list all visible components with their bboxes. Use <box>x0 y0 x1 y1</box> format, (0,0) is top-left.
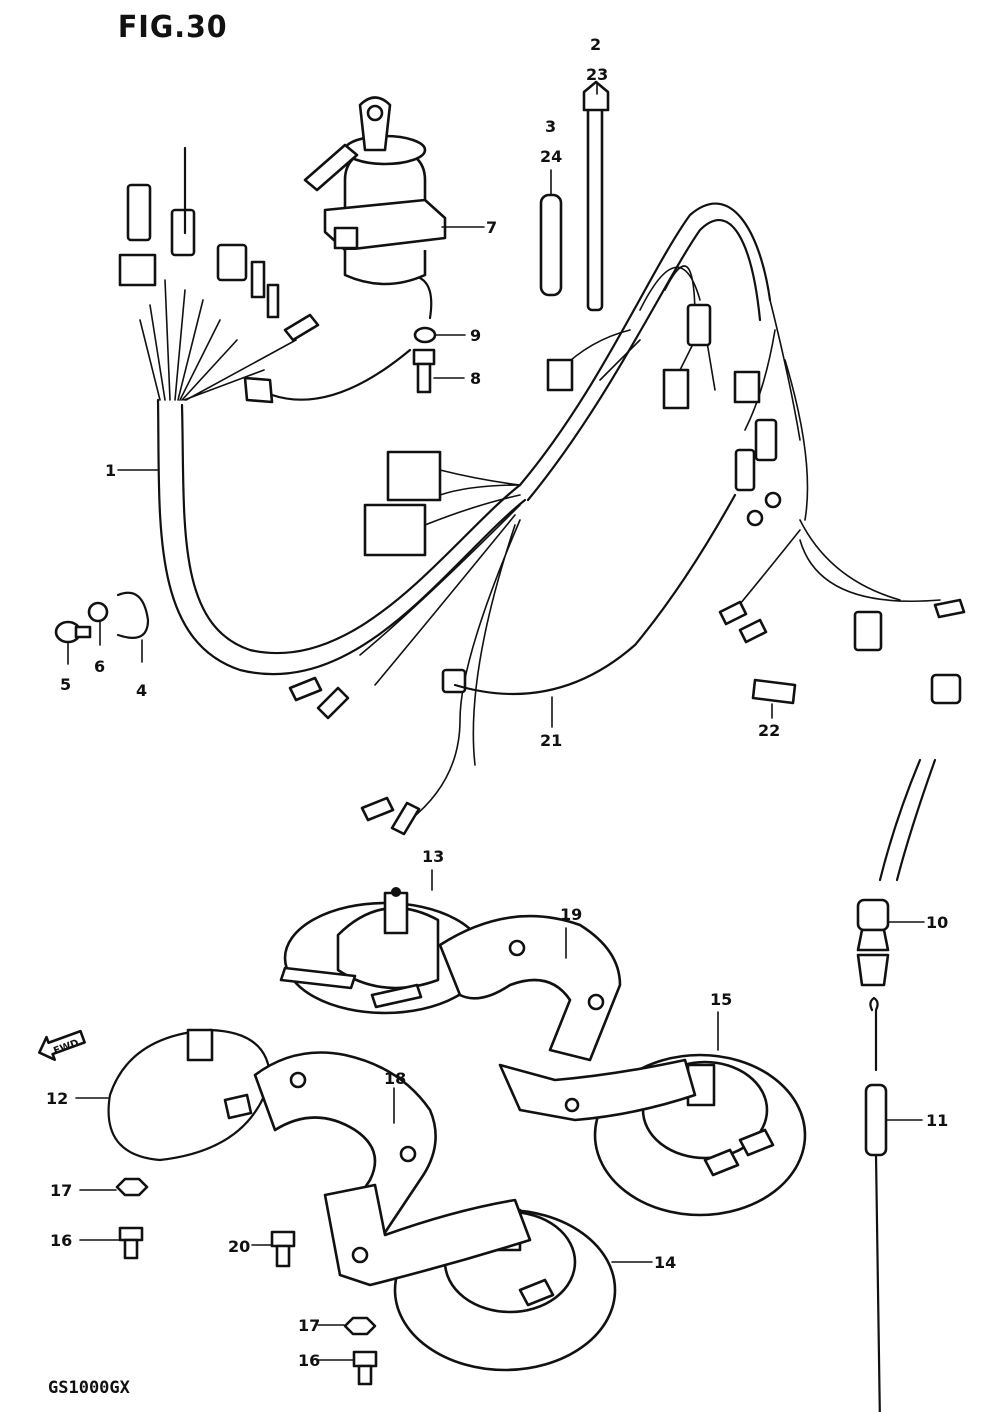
part-label-p1: 1 <box>105 461 116 480</box>
figure-title: FIG.30 <box>117 10 228 45</box>
part-label-p7: 7 <box>486 218 497 237</box>
part-label-p3: 3 <box>545 117 556 136</box>
bolt-16-upper <box>118 1226 144 1260</box>
fuse-3-24 <box>539 193 563 297</box>
part-label-p14: 14 <box>654 1253 676 1272</box>
part-label-p10: 10 <box>926 913 948 932</box>
horn-13 <box>279 887 487 1015</box>
part-label-p2: 2 <box>590 35 601 54</box>
front-direction-arrow: FWD <box>38 1029 86 1061</box>
part-label-p12: 12 <box>46 1089 68 1108</box>
main-wiring-harness <box>118 146 966 836</box>
screw-8 <box>412 348 436 394</box>
clamp-4 <box>116 591 150 639</box>
part-label-p17b: 17 <box>298 1316 320 1335</box>
bracket-19 <box>438 914 622 1062</box>
ignition-switch <box>303 96 447 320</box>
model-code: GS1000GX <box>48 1378 130 1398</box>
horn-cable-10 <box>856 758 937 987</box>
bolt-16-lower <box>352 1350 378 1386</box>
nut-17-lower <box>343 1316 377 1336</box>
fuse-holder-2-23 <box>582 80 610 312</box>
bolt-20 <box>270 1230 296 1268</box>
horn-15 <box>498 1053 807 1217</box>
grommet-9 <box>413 326 437 344</box>
horn-14 <box>323 1183 617 1372</box>
part-label-p8: 8 <box>470 369 481 388</box>
horn-lead-11 <box>864 996 888 1412</box>
leader-lines <box>67 81 925 1361</box>
part-label-p11: 11 <box>926 1111 948 1130</box>
part-label-p21: 21 <box>540 731 562 750</box>
part-label-p16a: 16 <box>50 1231 72 1250</box>
washer-6 <box>87 601 109 623</box>
part-label-p9: 9 <box>470 326 481 345</box>
part-label-p17a: 17 <box>50 1181 72 1200</box>
part-label-p16b: 16 <box>298 1351 320 1370</box>
part-label-p20: 20 <box>228 1237 250 1256</box>
part-label-p19: 19 <box>560 905 582 924</box>
part-label-p18: 18 <box>384 1069 406 1088</box>
clamp-22 <box>751 678 797 705</box>
part-label-p24: 24 <box>540 147 562 166</box>
cable-21 <box>453 493 737 695</box>
part-label-p5: 5 <box>60 675 71 694</box>
horn-12 <box>107 1028 272 1162</box>
bracket-18 <box>253 1051 437 1242</box>
part-label-p6: 6 <box>94 657 105 676</box>
part-label-p22: 22 <box>758 721 780 740</box>
part-label-p23: 23 <box>586 65 608 84</box>
part-label-p15: 15 <box>710 990 732 1009</box>
bolt-5 <box>54 620 92 644</box>
part-label-p4: 4 <box>136 681 147 700</box>
nut-17-upper <box>115 1177 149 1197</box>
part-label-p13: 13 <box>422 847 444 866</box>
